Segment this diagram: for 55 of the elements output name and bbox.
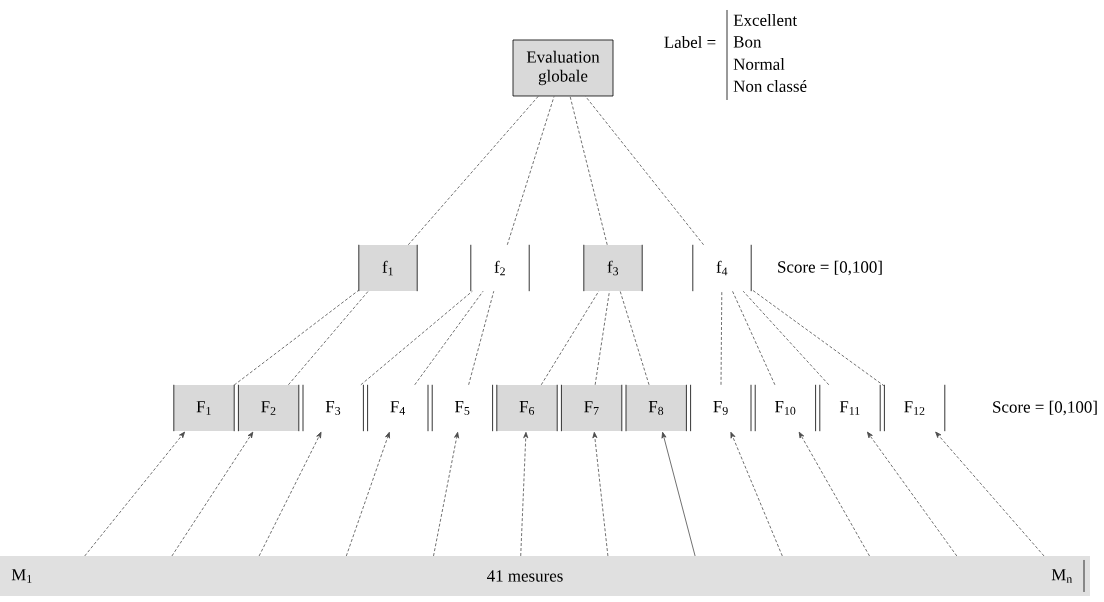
criterion-box: F$_{1}$: [173, 384, 235, 432]
connector: [171, 431, 254, 557]
criterion-box: F$_{11}$: [819, 384, 881, 432]
criterion-box: F$_{9}$: [690, 384, 752, 432]
connector: [569, 96, 608, 246]
connector: [414, 290, 484, 386]
connector: [742, 290, 830, 386]
connector: [592, 431, 609, 557]
connector: [433, 431, 460, 557]
criterion-box: F$_{5}$: [431, 384, 493, 432]
connector: [258, 431, 322, 557]
score-range: Score = [0,100]: [778, 260, 882, 276]
criterion-box: F$_{8}$: [625, 384, 687, 432]
connector: [468, 290, 495, 386]
class-name: Excellent: [733, 14, 798, 26]
connector: [619, 290, 650, 386]
connector: [720, 290, 723, 386]
score-range: Score = [0,100]: [993, 400, 1097, 416]
connector: [520, 431, 529, 557]
connector: [867, 431, 958, 557]
criterion-box: F$_{2}$: [238, 384, 300, 432]
connector: [84, 431, 185, 557]
connector: [750, 288, 885, 387]
criterion-box: f$_{4}$: [692, 244, 752, 292]
criterion-box: f$_{2}$: [470, 244, 530, 292]
criterion-box: F$_{7}$: [561, 384, 623, 432]
connector: [730, 431, 783, 557]
criterion-box: F$_{4}$: [367, 384, 429, 432]
criterion-box: F$_{3}$: [302, 384, 364, 432]
connector: [360, 290, 473, 386]
class-name: Non classé: [733, 80, 807, 92]
class-name: Bon: [733, 36, 762, 48]
connector: [594, 290, 610, 386]
criterion-box: F$_{12}$: [884, 384, 946, 432]
criterion-box: f$_{3}$: [583, 244, 643, 292]
connector: [540, 290, 600, 386]
connector: [585, 96, 704, 246]
connector: [345, 431, 390, 557]
connector: [661, 431, 696, 557]
connector: [288, 290, 369, 386]
label-text: Label =: [664, 36, 716, 48]
criterion-box: F$_{6}$: [496, 384, 558, 432]
connector: [233, 289, 360, 386]
connector: [935, 431, 1045, 557]
measure-label: 41 mesures: [487, 570, 563, 582]
connector: [798, 431, 870, 557]
connector: [732, 290, 776, 386]
evaluation-box: Evaluation globale: [512, 39, 614, 97]
criterion-box: f$_{1}$: [358, 244, 418, 292]
measure-label: M$_{n}$: [1051, 569, 1073, 583]
class-name: Normal: [733, 58, 785, 70]
measure-label: M$_{1}$: [11, 569, 32, 583]
criterion-box: F$_{10}$: [754, 384, 816, 432]
connector: [407, 96, 539, 246]
connector: [506, 96, 555, 246]
